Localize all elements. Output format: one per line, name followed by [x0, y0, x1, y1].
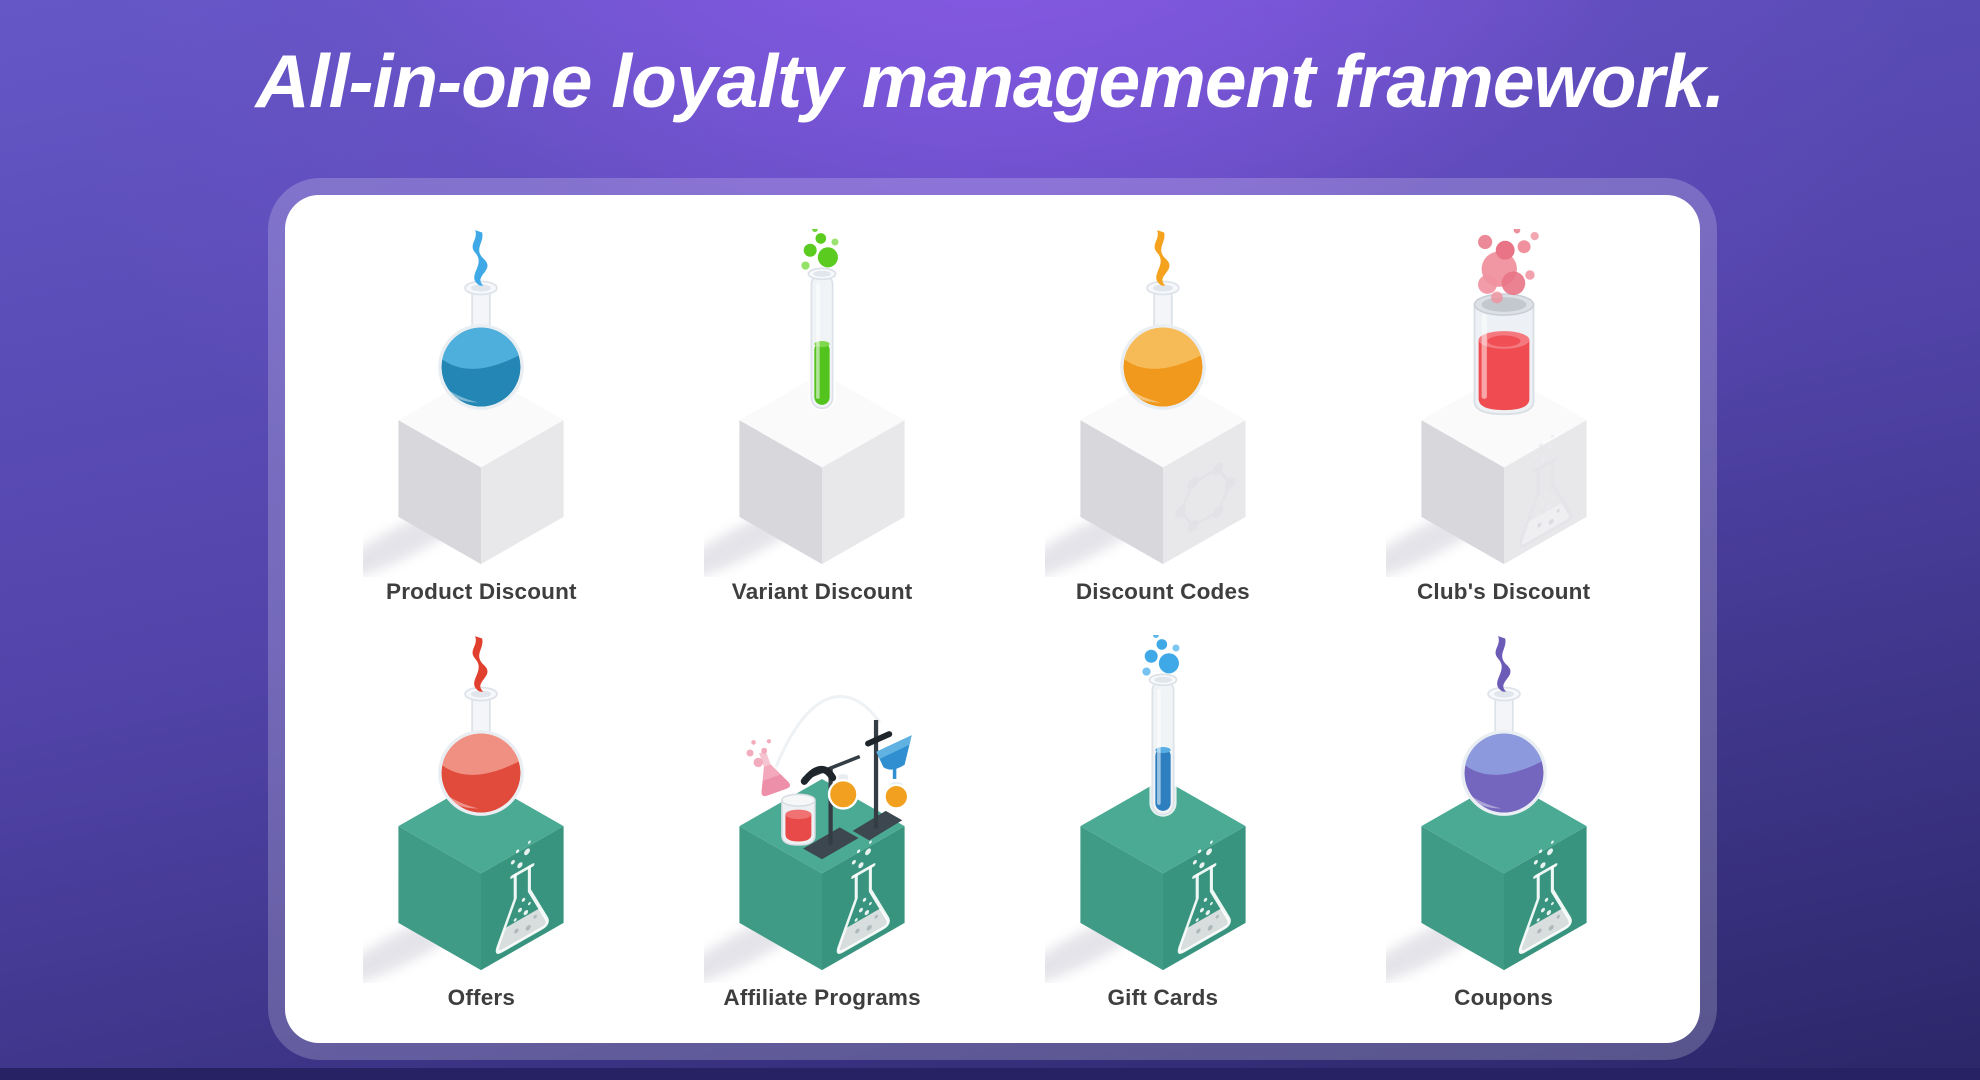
cube-top-face	[1421, 778, 1587, 874]
feature-label: Coupons	[1454, 985, 1554, 1010]
pink-flask-icon	[759, 750, 791, 797]
affiliate-programs-illustration	[704, 694, 912, 983]
glass-tube	[774, 694, 882, 768]
bubbles	[1142, 634, 1180, 676]
red-beaker-icon	[781, 793, 816, 846]
bottom-edge-strip	[0, 1068, 1980, 1080]
round-flask-icon	[1120, 280, 1206, 410]
orange-flask-icon	[883, 781, 910, 810]
cube-left-face	[1080, 826, 1163, 971]
feature-label: Product Discount	[386, 579, 577, 604]
flask-watermark-icon	[836, 840, 890, 954]
flask-watermark-icon	[1518, 840, 1572, 954]
flame-icon	[472, 636, 488, 692]
feature-label: Club's Discount	[1416, 579, 1591, 604]
feature-label: Offers	[447, 985, 516, 1010]
cube-left-face	[398, 826, 482, 971]
feature-affiliate-programs: Affiliate Programs	[652, 611, 993, 1017]
clamp	[865, 731, 893, 747]
feature-club-s-discount: Club's Discount	[1333, 205, 1674, 611]
feature-label: Gift Cards	[1107, 985, 1219, 1010]
cube-top-face	[398, 372, 564, 468]
cube-left-face	[739, 826, 823, 971]
features-card-frame: Product Discount Variant Discount	[268, 178, 1717, 1060]
cube-left-face	[1421, 826, 1504, 971]
flame-icon	[1154, 230, 1170, 286]
feature-label: Discount Codes	[1075, 579, 1250, 604]
orange-flask-icon	[828, 774, 859, 810]
club-s-discount-illustration	[1385, 228, 1587, 577]
flask-watermark-icon	[496, 840, 550, 954]
discount-codes-illustration	[1044, 230, 1246, 577]
beaker-icon	[1473, 293, 1535, 416]
product-discount-illustration	[363, 230, 564, 577]
cube-right-face	[1162, 420, 1246, 565]
gift-cards-illustration	[1044, 634, 1246, 983]
round-flask-icon	[438, 686, 525, 816]
smoke-wisp-icon	[472, 230, 488, 286]
cube-left-face	[398, 420, 482, 565]
cube-right-face	[822, 420, 905, 565]
feature-label: Affiliate Programs	[723, 985, 921, 1010]
smoke-wisp-icon	[1495, 636, 1511, 692]
feature-discount-codes: Discount Codes	[993, 205, 1334, 611]
feature-variant-discount: Variant Discount	[652, 205, 993, 611]
vapor-blobs	[1477, 228, 1539, 304]
lab-equipment-icon	[746, 694, 912, 860]
flask-watermark-icon	[1177, 840, 1231, 954]
page-title: All-in-one loyalty management framework.	[255, 39, 1726, 123]
clamp	[800, 765, 837, 785]
offers-illustration	[363, 636, 564, 983]
feature-gift-cards: Gift Cards	[993, 611, 1334, 1017]
feature-grid: Product Discount Variant Discount	[311, 205, 1674, 1017]
variant-discount-illustration	[704, 228, 905, 577]
flask-watermark-icon	[1518, 434, 1572, 548]
cube-right-face	[481, 420, 564, 565]
funnel-icon	[876, 735, 912, 779]
feature-label: Variant Discount	[731, 579, 913, 604]
feature-product-discount: Product Discount	[311, 205, 652, 611]
cube-left-face	[739, 420, 823, 565]
cube-top-face	[1080, 778, 1246, 874]
molecule-watermark-icon	[1175, 462, 1236, 533]
cube-top-face	[398, 778, 564, 874]
feature-offers: Offers	[311, 611, 652, 1017]
cube-left-face	[1421, 420, 1504, 565]
test-tube-icon	[1148, 673, 1178, 817]
test-tube-icon	[807, 267, 837, 411]
pink-bubbles	[746, 738, 772, 768]
cube-top-face	[739, 778, 905, 874]
cube-left-face	[1080, 420, 1163, 565]
round-flask-icon	[1460, 686, 1547, 816]
round-flask-icon	[438, 280, 525, 410]
feature-coupons: Coupons	[1333, 611, 1674, 1017]
features-card: Product Discount Variant Discount	[285, 195, 1700, 1043]
bubbles	[801, 228, 839, 270]
coupons-illustration	[1385, 636, 1587, 983]
cube-top-face	[739, 372, 905, 468]
